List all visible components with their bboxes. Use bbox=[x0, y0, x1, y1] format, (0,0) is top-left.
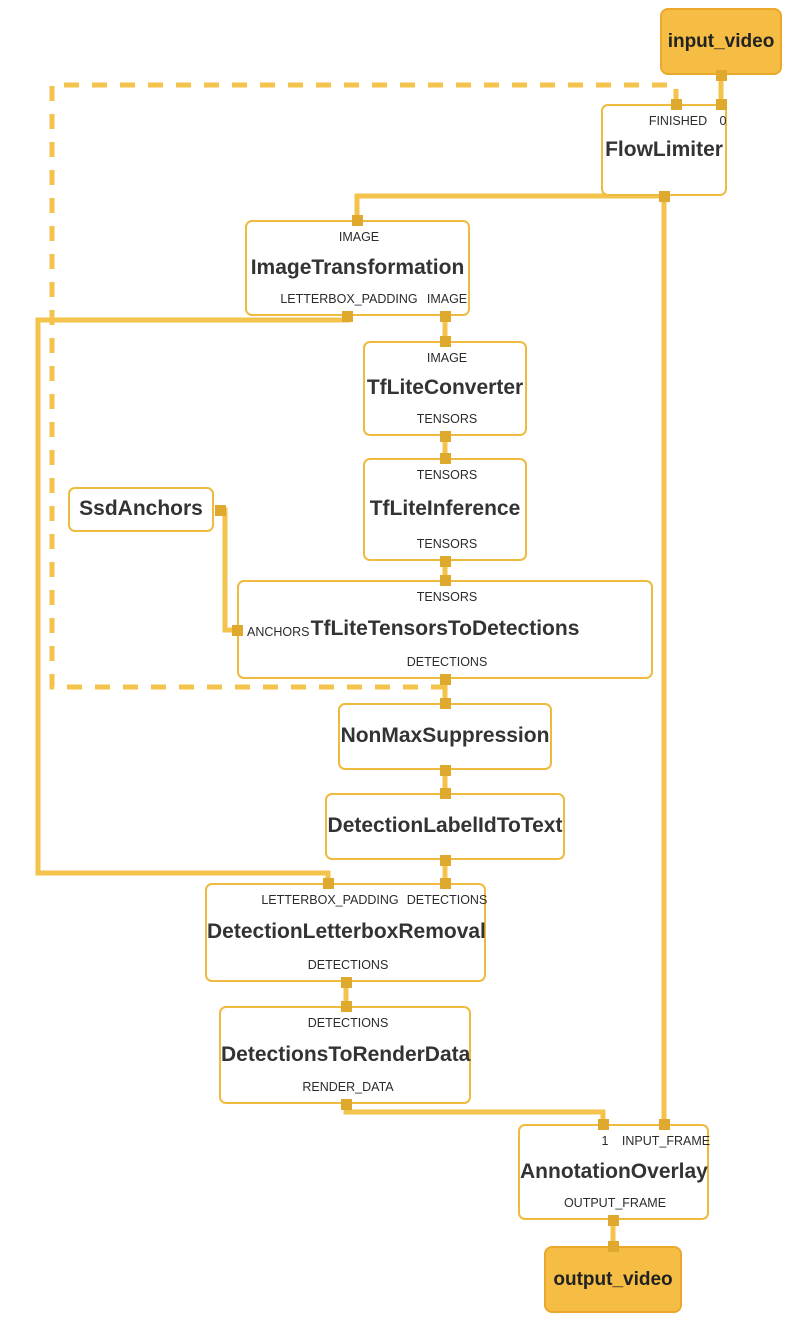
input-port-label-tflite_inference-0: TENSORS bbox=[416, 468, 478, 482]
node-detections_to_render_data[interactable]: DetectionsToRenderData DETECTIONS RENDER_D… bbox=[219, 1006, 471, 1104]
output-port-label-detection_letterbox_removal-0: DETECTIONS bbox=[307, 958, 389, 972]
port-nub bbox=[658, 190, 670, 202]
port-nub bbox=[597, 1118, 609, 1130]
node-flow_limiter[interactable]: FlowLimiter FINISHED 0 bbox=[601, 104, 727, 196]
node-title-detections_to_render_data: DetectionsToRenderData bbox=[221, 1042, 471, 1066]
input-port-label-image_transformation-0: IMAGE bbox=[338, 230, 380, 244]
node-title-annotation_overlay: AnnotationOverlay bbox=[520, 1159, 708, 1183]
port-nub bbox=[715, 69, 727, 81]
node-title-input_video: input_video bbox=[667, 30, 775, 52]
port-nub bbox=[607, 1214, 619, 1226]
output-port-label-image_transformation-0: LETTERBOX_PADDING bbox=[280, 292, 418, 306]
edge-ssdanchors-to-anchors bbox=[220, 507, 237, 633]
port-nub bbox=[231, 624, 243, 636]
node-input_video[interactable]: input_video bbox=[660, 8, 782, 75]
edge-renderdata-to-annotationoverlay bbox=[343, 1104, 606, 1124]
node-title-tflite_inference: TfLiteInference bbox=[369, 497, 521, 521]
node-title-flow_limiter: FlowLimiter bbox=[605, 137, 723, 161]
port-nub bbox=[607, 1240, 619, 1252]
output-port-label-tflite_converter-0: TENSORS bbox=[416, 412, 478, 426]
input-port-label-flow_limiter-1: 0 bbox=[719, 114, 727, 128]
port-nub bbox=[439, 787, 451, 799]
edge-flowlimiter-out-to-imagetransformation bbox=[354, 193, 664, 220]
output-port-label-tflite_tensors_to_detections-0: DETECTIONS bbox=[406, 655, 488, 669]
port-nub bbox=[351, 214, 363, 226]
port-nub bbox=[341, 310, 353, 322]
port-nub bbox=[439, 764, 451, 776]
port-nub bbox=[322, 877, 334, 889]
input-port-label-tflite_tensors_to_detections-0: TENSORS bbox=[416, 590, 478, 604]
port-nub bbox=[439, 555, 451, 567]
input-port-label-detection_letterbox_removal-0: LETTERBOX_PADDING bbox=[261, 893, 399, 907]
port-nub bbox=[340, 976, 352, 988]
port-nub bbox=[670, 98, 682, 110]
port-nub bbox=[340, 1000, 352, 1012]
port-nub bbox=[439, 854, 451, 866]
input-port-label-detections_to_render_data-0: DETECTIONS bbox=[307, 1016, 389, 1030]
node-annotation_overlay[interactable]: AnnotationOverlay 1 INPUT_FRAME OUTPUT_FRAM… bbox=[518, 1124, 711, 1220]
port-nub bbox=[439, 673, 451, 685]
node-detection_letterbox_removal[interactable]: DetectionLetterboxRemoval LETTERBOX_PADDI… bbox=[205, 883, 488, 982]
port-nub bbox=[439, 452, 451, 464]
port-nub bbox=[439, 574, 451, 586]
input-port-label-flow_limiter-0: FINISHED bbox=[648, 114, 708, 128]
port-nub bbox=[214, 504, 226, 516]
input-port-label-tflite_converter-0: IMAGE bbox=[426, 351, 468, 365]
output-port-label-annotation_overlay-0: OUTPUT_FRAME bbox=[563, 1196, 667, 1210]
node-title-ssd_anchors: SsdAnchors bbox=[79, 497, 203, 521]
node-title-detection_letterbox_removal: DetectionLetterboxRemoval bbox=[207, 920, 486, 944]
node-title-tflite_converter: TfLiteConverter bbox=[366, 376, 524, 400]
node-title-detection_label_id_to_text: DetectionLabelIdToText bbox=[327, 814, 563, 838]
output-port-label-detections_to_render_data-0: RENDER_DATA bbox=[302, 1080, 394, 1094]
output-port-label-image_transformation-1: IMAGE bbox=[426, 292, 468, 306]
port-nub bbox=[439, 877, 451, 889]
side-input-label-tflite_tensors_to_detections-0: ANCHORS bbox=[247, 625, 310, 639]
input-port-label-annotation_overlay-1: INPUT_FRAME bbox=[621, 1134, 711, 1148]
port-nub bbox=[439, 430, 451, 442]
output-port-label-tflite_inference-0: TENSORS bbox=[416, 537, 478, 551]
node-tflite_converter[interactable]: TfLiteConverter IMAGE TENSORS bbox=[363, 341, 527, 436]
input-port-label-detection_letterbox_removal-1: DETECTIONS bbox=[406, 893, 488, 907]
node-output_video[interactable]: output_video bbox=[544, 1246, 682, 1313]
input-port-label-annotation_overlay-0: 1 bbox=[601, 1134, 609, 1148]
node-detection_label_id_to_text[interactable]: DetectionLabelIdToText bbox=[325, 793, 565, 860]
port-nub bbox=[340, 1098, 352, 1110]
node-non_max_suppression[interactable]: NonMaxSuppression bbox=[338, 703, 552, 770]
node-title-image_transformation: ImageTransformation bbox=[250, 255, 465, 279]
port-nub bbox=[439, 697, 451, 709]
port-nub bbox=[439, 310, 451, 322]
node-ssd_anchors[interactable]: SsdAnchors bbox=[68, 487, 214, 532]
port-nub bbox=[658, 1118, 670, 1130]
port-nub bbox=[439, 335, 451, 347]
port-nub bbox=[715, 98, 727, 110]
node-title-output_video: output_video bbox=[553, 1268, 673, 1290]
node-title-non_max_suppression: NonMaxSuppression bbox=[340, 724, 550, 748]
